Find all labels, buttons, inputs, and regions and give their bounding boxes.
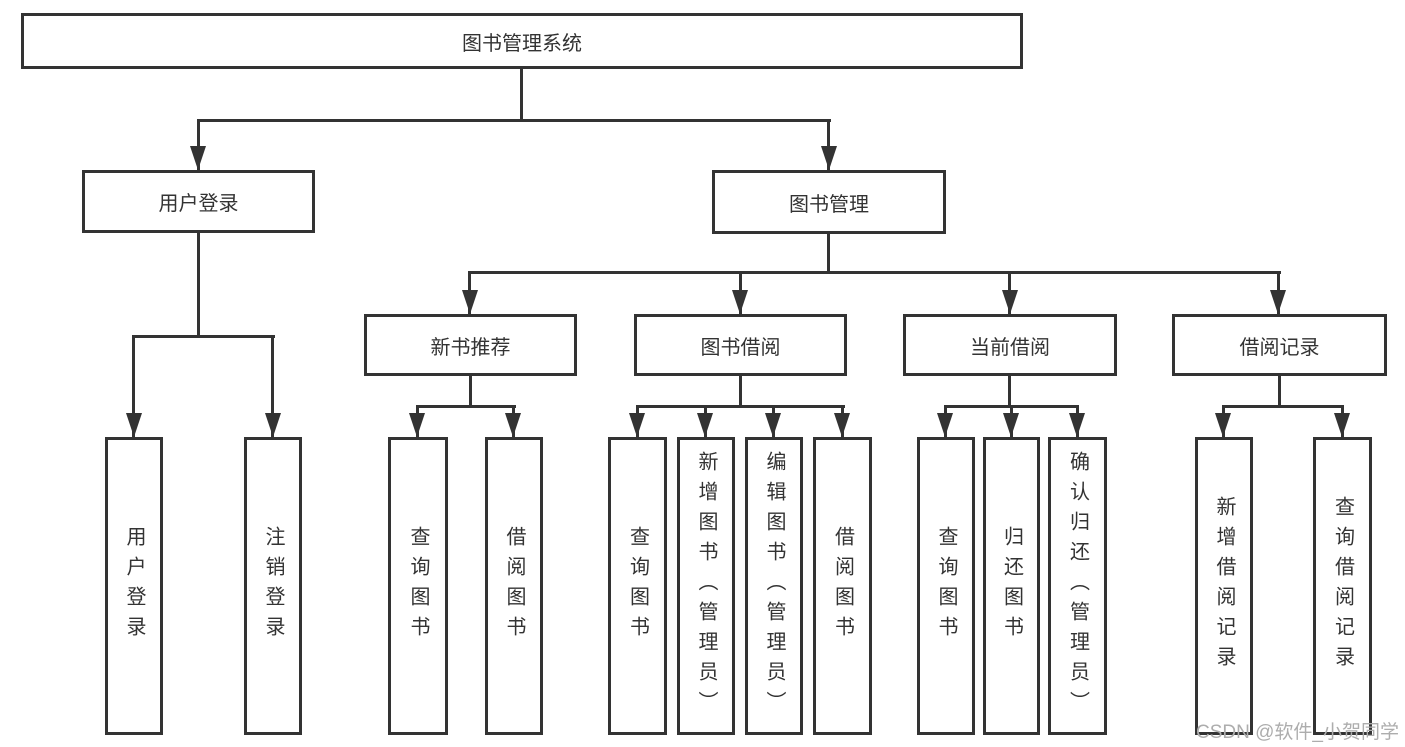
connector-line — [827, 233, 830, 271]
arrowhead-icon — [732, 290, 748, 314]
arrowhead-icon — [834, 413, 850, 437]
arrowhead-icon — [505, 413, 521, 437]
connector-line — [469, 376, 472, 405]
connector-line — [197, 119, 831, 122]
leaf-return-books: 归还图书 — [983, 437, 1040, 735]
connector-line — [197, 233, 200, 335]
leaf-query-books: 查询图书 — [388, 437, 448, 735]
node-label: 新增图书（管理员） — [695, 451, 717, 721]
connector-line — [636, 405, 845, 408]
arrowhead-icon — [1003, 413, 1019, 437]
node-label: 借阅记录 — [1239, 336, 1320, 359]
node-label: 借阅图书 — [503, 526, 525, 646]
node-label: 用户登录 — [158, 193, 239, 215]
connector-line — [271, 335, 274, 437]
node-user-login: 用户登录 — [82, 170, 315, 233]
leaf-logout: 注销登录 — [244, 437, 302, 735]
leaf-query-books: 查询图书 — [608, 437, 667, 735]
arrowhead-icon — [821, 146, 837, 170]
node-label: 查询借阅记录 — [1331, 496, 1354, 676]
connector-line — [132, 335, 275, 338]
arrowhead-icon — [1334, 413, 1350, 437]
arrowhead-icon — [937, 413, 953, 437]
leaf-query-books: 查询图书 — [917, 437, 975, 735]
leaf-borrow-books: 借阅图书 — [813, 437, 872, 735]
node-label: 借阅图书 — [831, 526, 854, 646]
leaf-query-borrow-record: 查询借阅记录 — [1313, 437, 1372, 735]
node-library-system: 图书管理系统 — [21, 13, 1023, 69]
arrowhead-icon — [462, 290, 478, 314]
connector-line — [1222, 405, 1344, 408]
arrowhead-icon — [1215, 413, 1231, 437]
arrowhead-icon — [629, 413, 645, 437]
node-new-book-recommendation: 新书推荐 — [364, 314, 577, 376]
node-borrowing-records: 借阅记录 — [1172, 314, 1387, 376]
leaf-edit-book-admin: 编辑图书（管理员） — [745, 437, 803, 735]
connector-line — [468, 271, 1281, 274]
connector-line — [739, 376, 742, 405]
node-label: 编辑图书（管理员） — [763, 451, 785, 721]
arrowhead-icon — [1069, 413, 1085, 437]
leaf-user-login: 用户登录 — [105, 437, 163, 735]
leaf-borrow-books: 借阅图书 — [485, 437, 543, 735]
arrowhead-icon — [265, 413, 281, 437]
arrowhead-icon — [1002, 290, 1018, 314]
connector-line — [132, 335, 135, 437]
node-label: 当前借阅 — [970, 336, 1050, 359]
node-label: 查询图书 — [626, 526, 649, 646]
node-label: 图书借阅 — [700, 336, 781, 359]
connector-line — [827, 119, 830, 170]
node-book-borrowing: 图书借阅 — [634, 314, 847, 376]
node-label: 确认归还（管理员） — [1066, 451, 1089, 721]
node-label: 查询图书 — [407, 526, 429, 646]
connector-line — [1008, 376, 1011, 405]
arrowhead-icon — [409, 413, 425, 437]
node-label: 查询图书 — [935, 526, 957, 646]
node-label: 新书推荐 — [430, 336, 511, 359]
connector-line — [520, 69, 523, 119]
node-book-management: 图书管理 — [712, 170, 946, 234]
connector-line — [416, 405, 516, 408]
node-label: 注销登录 — [262, 526, 284, 646]
connector-line — [197, 119, 200, 170]
arrowhead-icon — [190, 146, 206, 170]
node-label: 新增借阅记录 — [1213, 496, 1235, 676]
leaf-add-borrow-record: 新增借阅记录 — [1195, 437, 1253, 735]
node-label: 用户登录 — [123, 526, 145, 646]
leaf-confirm-return-admin: 确认归还（管理员） — [1048, 437, 1107, 735]
arrowhead-icon — [126, 413, 142, 437]
csdn-watermark: CSDN @软件_小贺同学 — [1196, 722, 1399, 743]
node-label: 图书管理 — [789, 193, 869, 216]
arrowhead-icon — [765, 413, 781, 437]
node-current-borrowing: 当前借阅 — [903, 314, 1117, 376]
arrowhead-icon — [697, 413, 713, 437]
node-label: 图书管理系统 — [462, 32, 582, 55]
leaf-add-book-admin: 新增图书（管理员） — [677, 437, 735, 735]
node-label: 归还图书 — [1000, 526, 1023, 646]
arrowhead-icon — [1270, 290, 1286, 314]
connector-line — [1278, 376, 1281, 405]
